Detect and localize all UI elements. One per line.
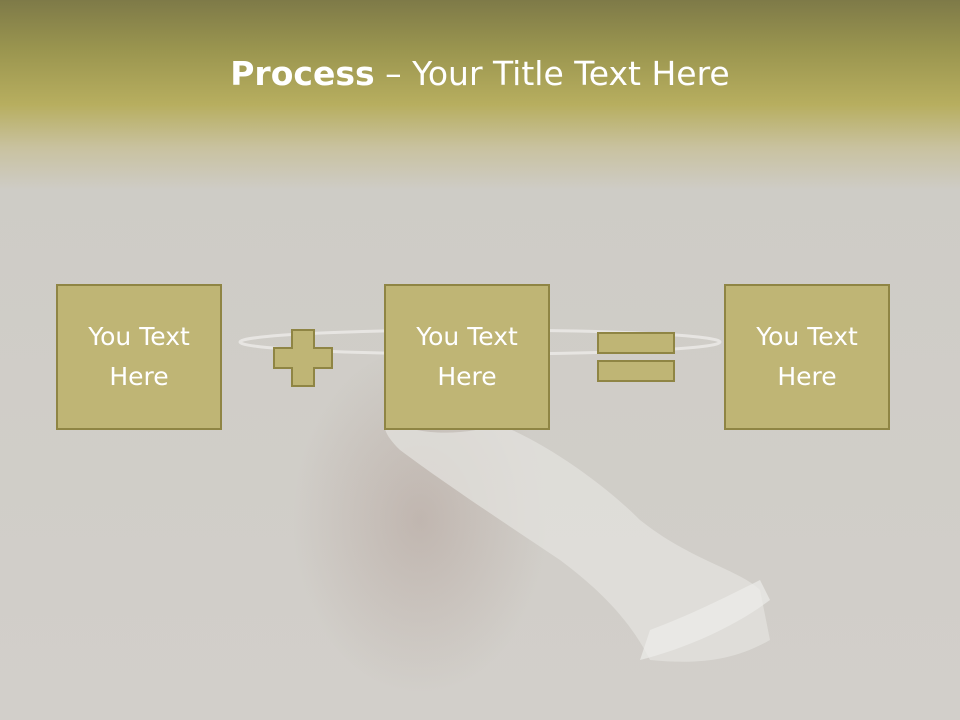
process-box-1-text: You Text Here	[88, 322, 190, 391]
process-box-3: You Text Here	[724, 284, 890, 430]
process-box-3-text: You Text Here	[756, 322, 858, 391]
slide-title: Process – Your Title Text Here	[0, 52, 960, 96]
process-box-1: You Text Here	[56, 284, 222, 430]
title-banner	[0, 0, 960, 190]
title-bold: Process	[230, 54, 375, 93]
title-rest: – Your Title Text Here	[374, 54, 730, 93]
process-box-2-text: You Text Here	[416, 322, 518, 391]
plus-icon	[273, 329, 333, 387]
process-box-2: You Text Here	[384, 284, 550, 430]
equals-icon	[597, 332, 675, 382]
